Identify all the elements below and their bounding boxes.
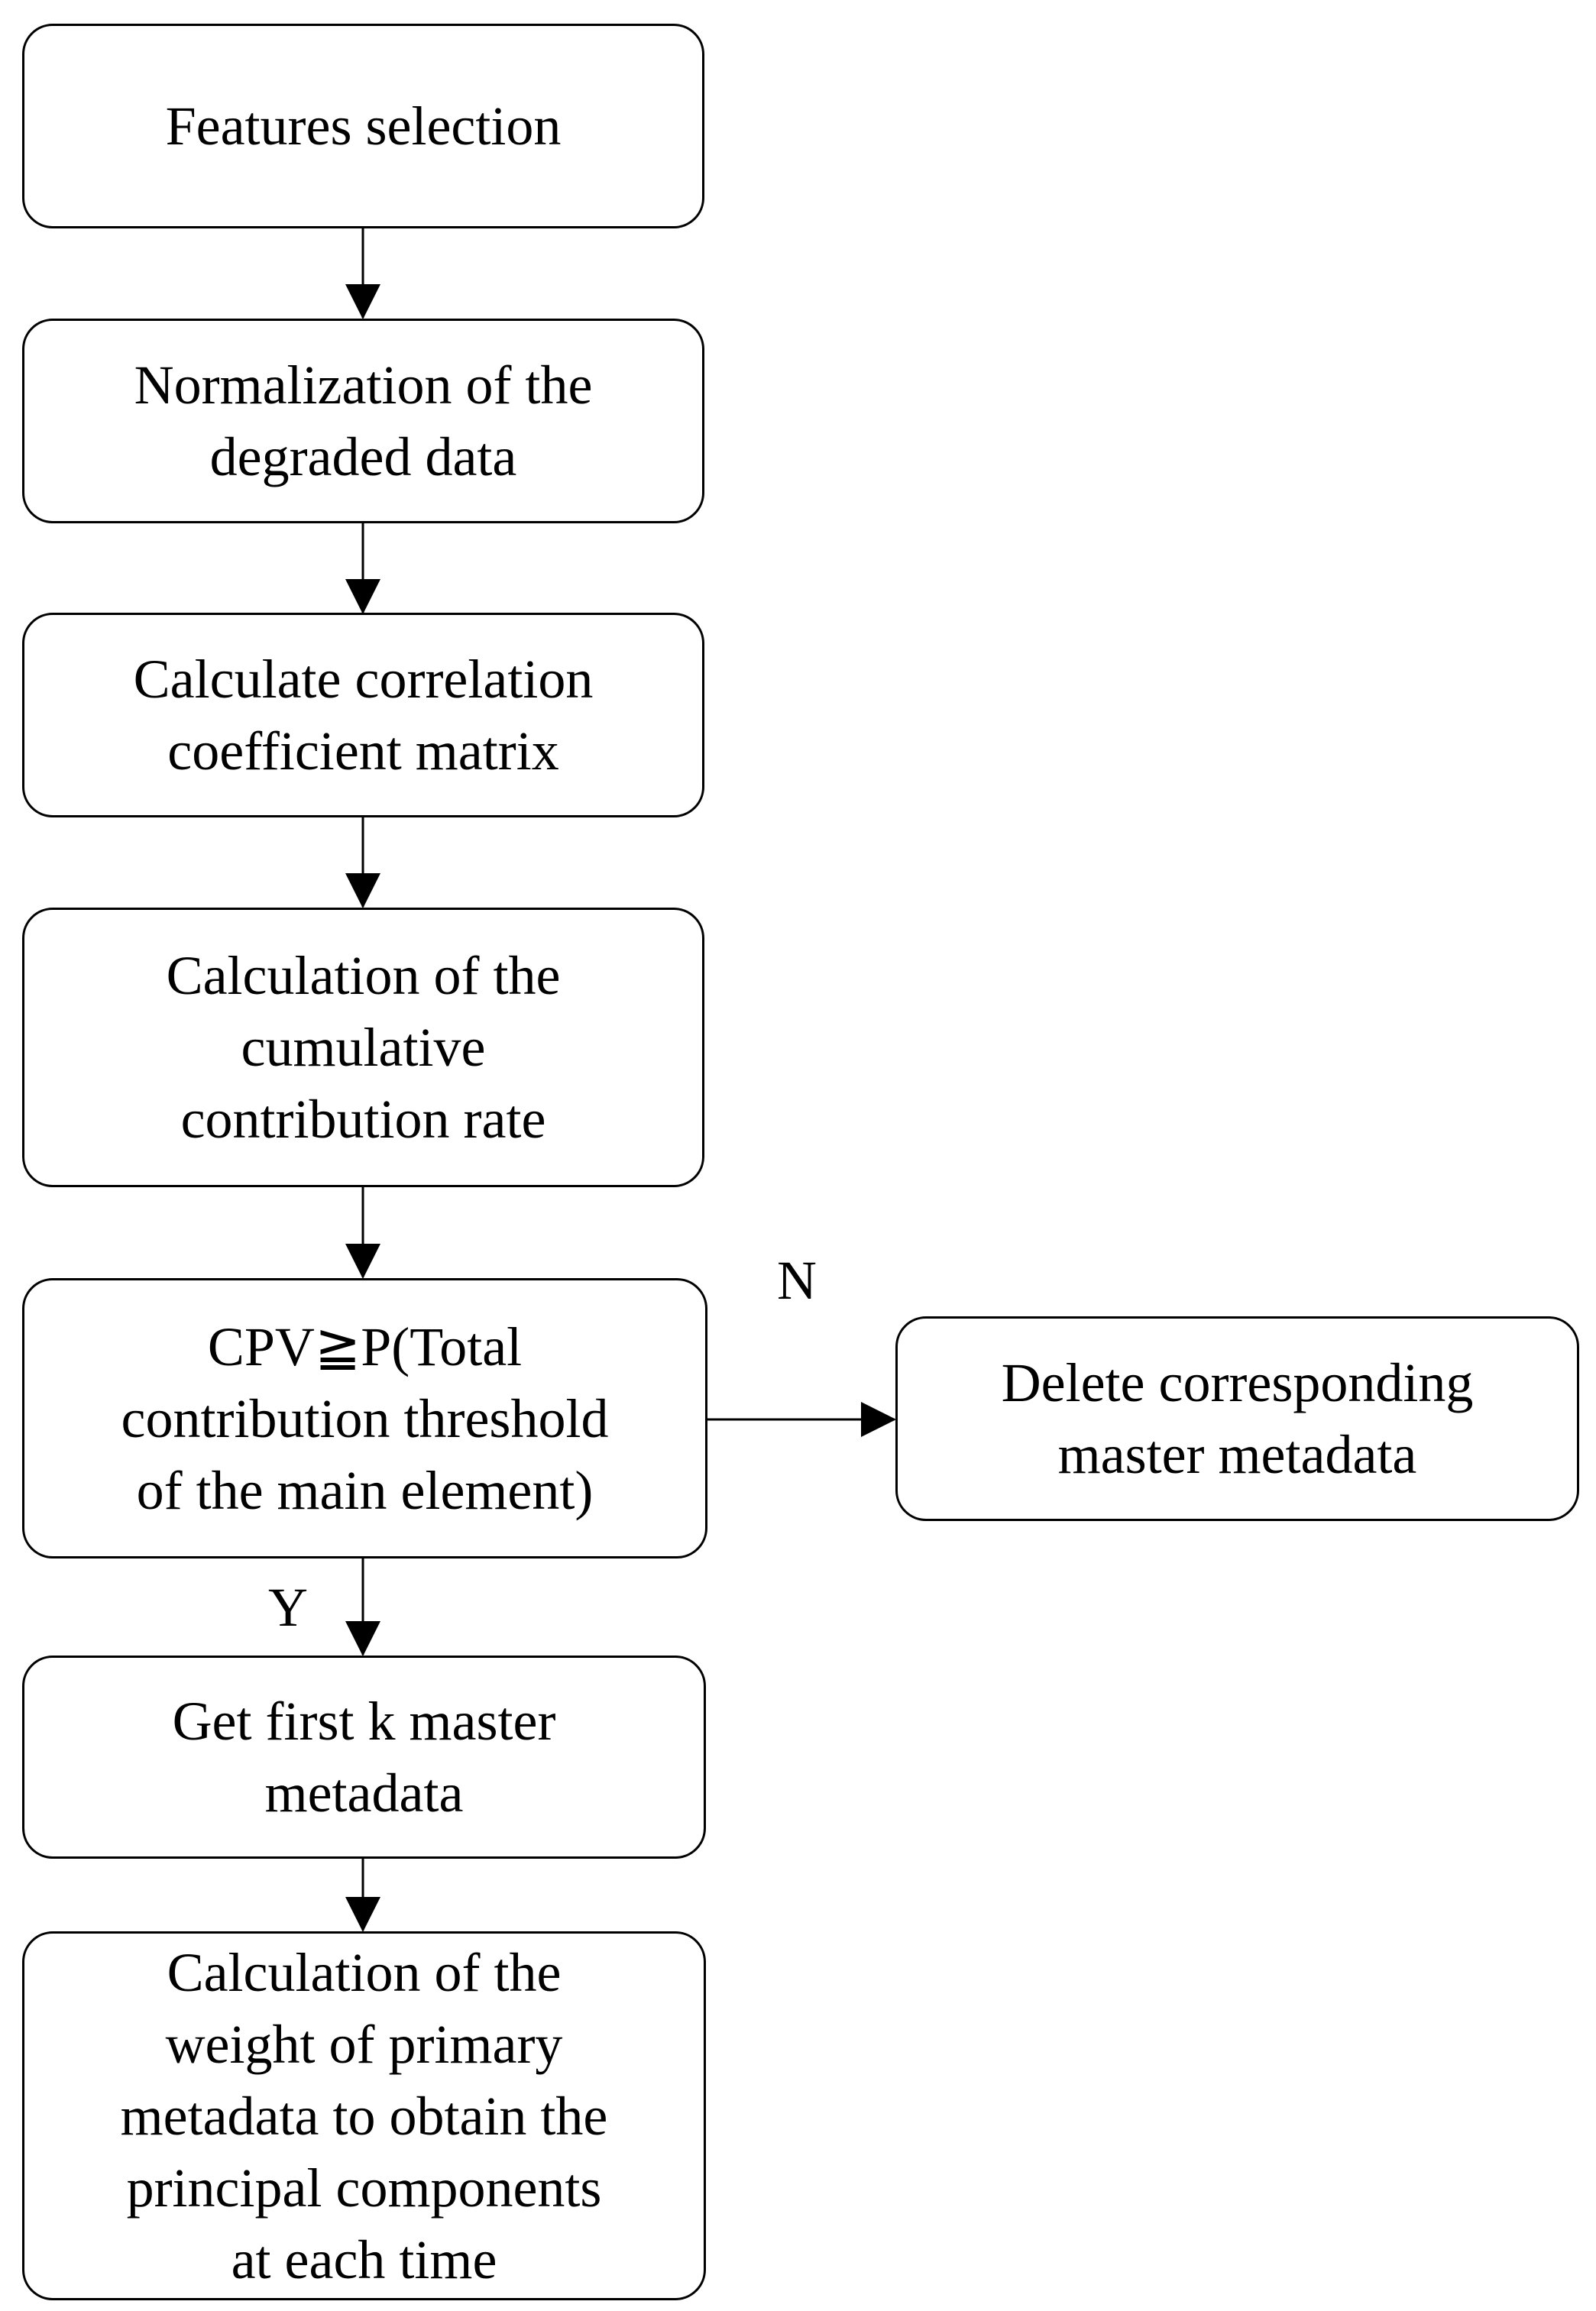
node-text-line: at each time bbox=[231, 2228, 497, 2290]
node-correlation-matrix: Calculate correlation coefficient matrix bbox=[22, 613, 704, 817]
node-text-line: contribution rate bbox=[180, 1089, 546, 1150]
node-weight-calc: Calculation of the weight of primary met… bbox=[22, 1931, 706, 2300]
node-text-line: metadata bbox=[264, 1762, 464, 1824]
node-text-line: cumulative bbox=[241, 1017, 486, 1078]
node-text-line: Normalization of the bbox=[134, 354, 593, 416]
node-text-line: Calculate correlation bbox=[133, 649, 594, 710]
node-cpv-decision: CPV≧P(Total contribution threshold of th… bbox=[22, 1278, 707, 1558]
node-text-line: coefficient matrix bbox=[167, 720, 559, 782]
node-first-k: Get first k master metadata bbox=[22, 1656, 706, 1859]
node-text-line: principal components bbox=[126, 2157, 602, 2219]
node-text-line: contribution threshold bbox=[121, 1387, 609, 1449]
edge-label-no: N bbox=[777, 1250, 817, 1311]
node-text-line: metadata to obtain the bbox=[120, 2085, 608, 2147]
node-cumulative-rate: Calculation of the cumulative contributi… bbox=[22, 908, 704, 1187]
node-features-selection: Features selection bbox=[22, 24, 704, 228]
node-text-line: degraded data bbox=[209, 426, 517, 487]
node-text-line: Calculation of the bbox=[166, 945, 561, 1006]
node-text-line: Features selection bbox=[165, 95, 562, 157]
node-delete-metadata: Delete corresponding master metadata bbox=[895, 1316, 1579, 1521]
node-normalization: Normalization of the degraded data bbox=[22, 319, 704, 523]
node-text-line: CPV≧P(Total bbox=[207, 1316, 523, 1377]
node-text-line: weight of primary bbox=[165, 2013, 563, 2075]
node-text-line: Get first k master bbox=[172, 1691, 556, 1752]
node-text-line: Delete corresponding bbox=[1001, 1352, 1474, 1413]
node-text-line: master metadata bbox=[1057, 1424, 1417, 1485]
node-text-line: of the main element) bbox=[136, 1459, 594, 1521]
edge-label-yes: Y bbox=[268, 1577, 308, 1638]
node-text-line: Calculation of the bbox=[167, 1941, 562, 2003]
